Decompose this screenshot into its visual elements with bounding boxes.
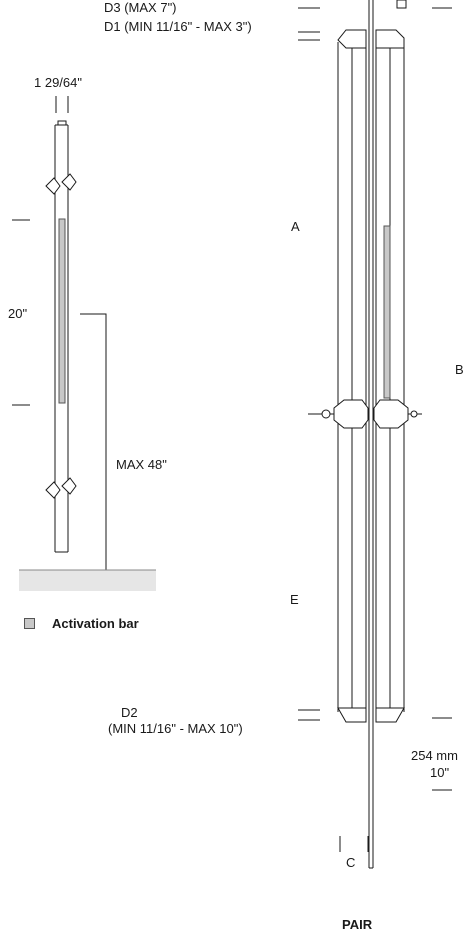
clamp-screw-left [321,409,331,419]
pair-profiles [298,0,452,869]
activation-bar-single [58,218,66,404]
bottom-bracket [337,707,405,723]
profile-top-cap [57,120,67,126]
d1-label: D1 (MIN 11/16" - MAX 3") [104,19,252,34]
height-20-label: 20" [8,306,28,321]
break-symbol-bottom [45,477,77,499]
d2-title: D2 [121,705,138,720]
label-a: A [291,219,300,234]
middle-clamp [333,399,409,429]
top-connector [396,0,407,9]
activation-bar-legend-label: Activation bar [52,616,139,631]
clamp-screw-right [410,410,418,418]
d3-label: D3 (MAX 7") [104,0,177,15]
label-e: E [290,592,299,607]
break-symbol-top [45,173,77,195]
pair-label: PAIR [342,917,373,932]
activation-bar-pair [383,225,391,399]
max48-label: MAX 48" [116,457,167,472]
label-b: B [455,362,464,377]
top-bracket [337,29,405,49]
floor-line [19,570,156,591]
dim-mm-label: 254 mm [411,748,458,763]
dim-in-label: 10" [430,765,450,780]
width-dimension-label: 1 29/64" [34,75,82,90]
single-profile [12,96,156,591]
activation-bar-legend-swatch [24,618,35,629]
label-c: C [346,855,356,870]
max48-leader [80,313,107,570]
d2-range: (MIN 11/16" - MAX 10") [108,721,243,736]
